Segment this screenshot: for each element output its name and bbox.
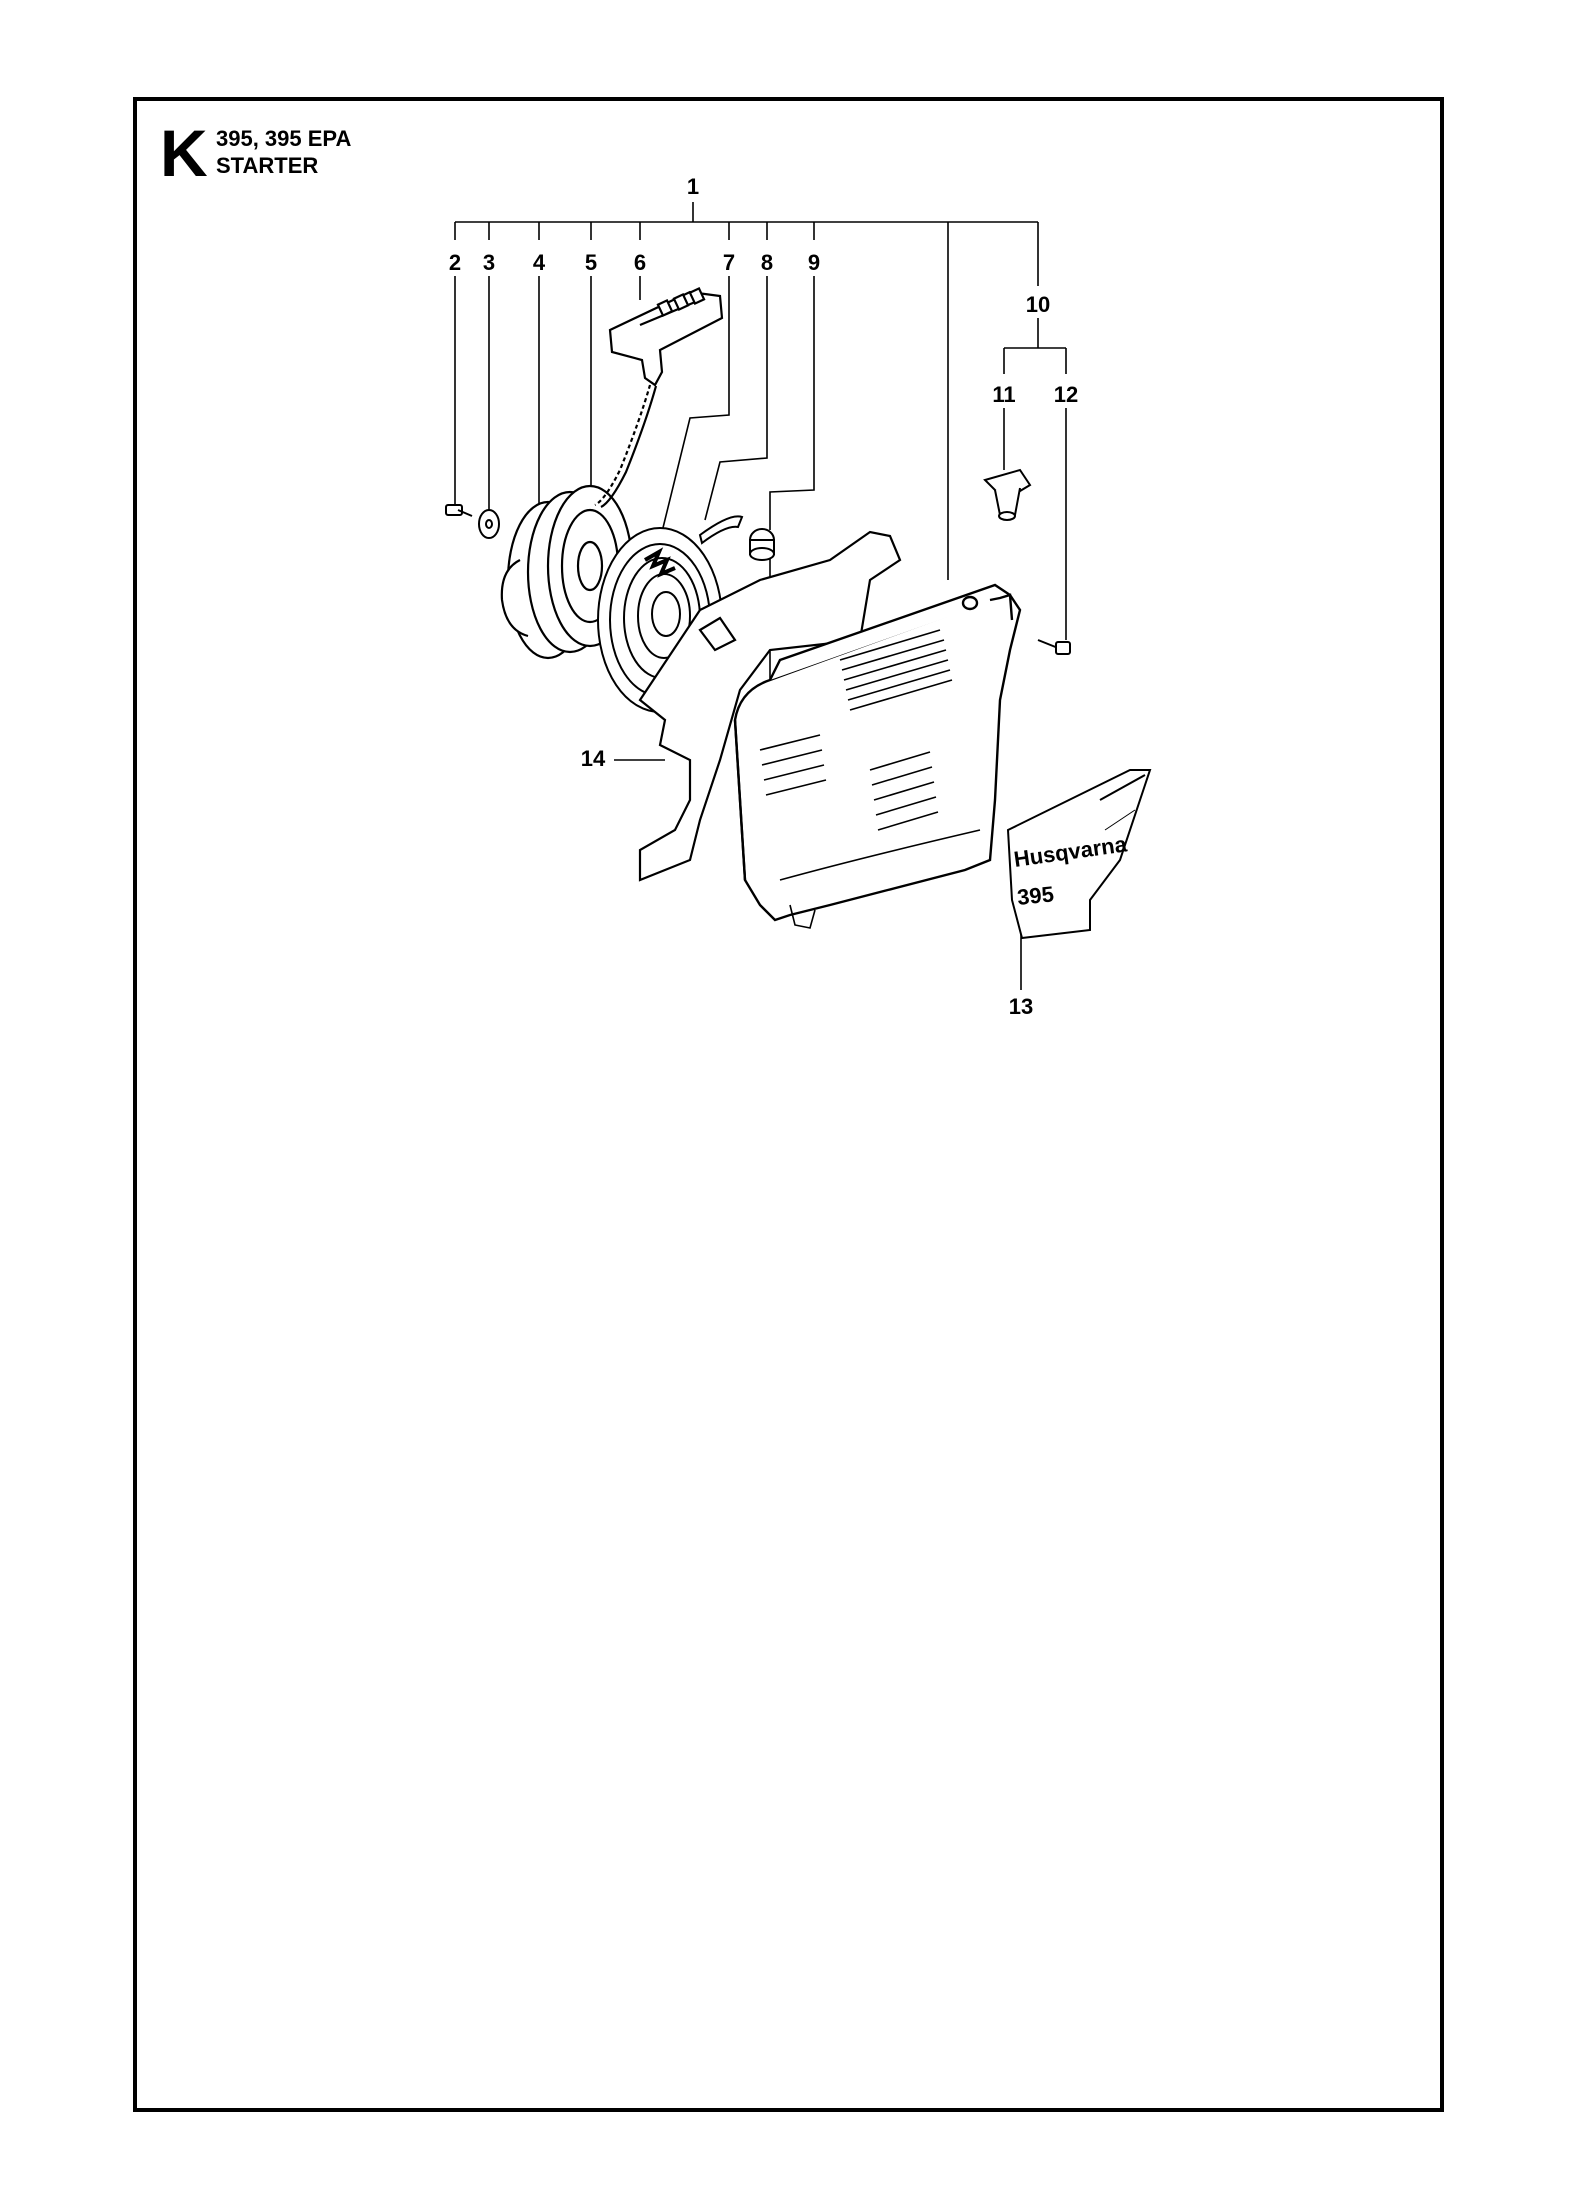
callout-5: 5 xyxy=(585,250,597,275)
callout-1: 1 xyxy=(687,174,699,199)
part-handle xyxy=(594,286,724,508)
part-screw xyxy=(445,504,473,517)
callout-9: 9 xyxy=(808,250,820,275)
leader-lines xyxy=(454,202,1067,990)
callout-12: 12 xyxy=(1054,382,1078,407)
callout-14: 14 xyxy=(581,746,606,771)
callout-11: 11 xyxy=(992,382,1015,407)
section-letter: K xyxy=(160,116,208,190)
part-bushing xyxy=(749,528,775,561)
callout-13: 13 xyxy=(1009,994,1033,1019)
callout-7: 7 xyxy=(723,250,735,275)
part-screw-right xyxy=(1037,639,1071,655)
part-base-plate xyxy=(638,530,902,882)
callout-3: 3 xyxy=(483,250,495,275)
part-grommet xyxy=(983,468,1032,521)
part-pulley xyxy=(500,484,634,660)
part-decal xyxy=(1006,769,1152,940)
callout-2: 2 xyxy=(449,250,461,275)
part-washer xyxy=(478,509,500,539)
decal-model-text: 395 xyxy=(1016,881,1055,910)
callout-8: 8 xyxy=(761,250,773,275)
callout-6: 6 xyxy=(634,250,646,275)
model-list: 395, 395 EPA xyxy=(216,126,352,151)
page-frame xyxy=(133,97,1444,2112)
callout-4: 4 xyxy=(533,250,546,275)
part-starter-housing xyxy=(733,583,1022,929)
diagram-title: STARTER xyxy=(216,153,319,178)
callout-10: 10 xyxy=(1026,292,1050,317)
